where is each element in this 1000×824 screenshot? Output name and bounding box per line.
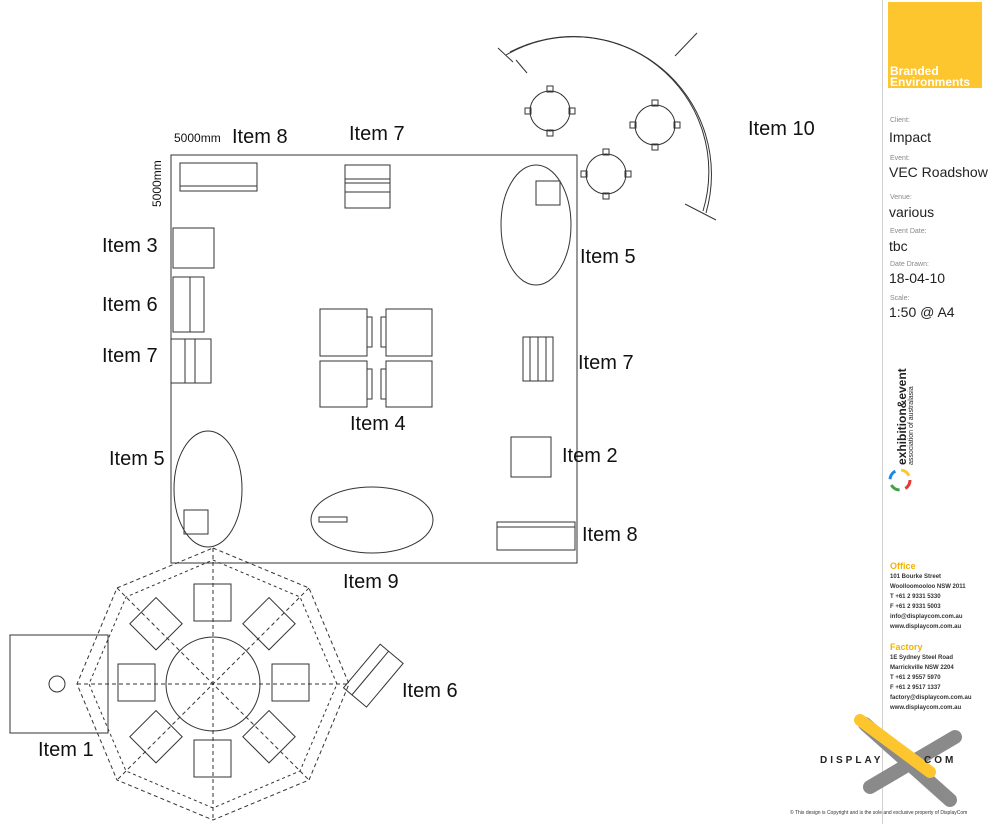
- date-drawn-label: Date Drawn:: [890, 261, 929, 268]
- height-dimension: 5000mm: [150, 160, 164, 207]
- logo-word-display: DISPLAY: [820, 755, 884, 766]
- logo-word-com: COM: [924, 755, 957, 766]
- label-item8-top: Item 8: [232, 126, 288, 148]
- association-logo: exhibition&event association of australa…: [895, 355, 917, 465]
- association-ring-icon: [888, 468, 912, 492]
- label-item7-right: Item 7: [578, 352, 634, 374]
- scale-label: Scale:: [890, 295, 910, 302]
- association-line1: exhibition&event: [895, 368, 909, 465]
- client-value: Impact: [889, 129, 932, 145]
- label-item2: Item 2: [562, 445, 618, 467]
- label-item6-left: Item 6: [102, 294, 158, 316]
- brand-text: Branded Environments: [890, 64, 971, 89]
- label-item9: Item 9: [343, 571, 399, 593]
- factory-address: 1E Sydney Steel Road Marrickville NSW 22…: [890, 655, 972, 711]
- item3-box: [172, 227, 215, 269]
- item8-counter-top: [179, 162, 258, 192]
- width-dimension: 5000mm: [174, 131, 221, 145]
- label-item1: Item 1: [38, 739, 94, 761]
- date-drawn-value: 18-04-10: [889, 270, 946, 286]
- venue-label: Venue:: [890, 194, 912, 201]
- displaycom-logo-mark: [854, 714, 962, 807]
- brand-block: Branded Environments: [888, 2, 982, 88]
- item5-left-table: [173, 430, 243, 548]
- item5-right-table: [500, 164, 572, 286]
- label-item10: Item 10: [748, 118, 815, 140]
- item7-right-shelf: [522, 336, 554, 382]
- octagon-marquee: [76, 547, 350, 821]
- office-address: 101 Bourke Street Woolloomooloo NSW 2011…: [890, 574, 966, 630]
- copyright-notice: © This design is Copyright and is the so…: [790, 810, 968, 816]
- item10-cafe-tables: [524, 85, 681, 200]
- item9-table: [310, 486, 434, 554]
- item6-bottom-unit: [342, 643, 404, 708]
- association-line2: association of australasia: [908, 386, 915, 465]
- client-label: Client:: [890, 117, 910, 124]
- label-item3: Item 3: [102, 235, 158, 257]
- floor-plan: [9, 32, 717, 821]
- label-item5-right: Item 5: [580, 246, 636, 268]
- venue-value: various: [889, 204, 935, 220]
- label-item7-left: Item 7: [102, 345, 158, 367]
- label-item6-bottom: Item 6: [402, 680, 458, 702]
- stand-boundary: [170, 154, 578, 564]
- event-date-label: Event Date:: [890, 228, 927, 235]
- item2-box: [510, 436, 552, 478]
- item8-counter-right: [496, 521, 576, 551]
- item10-curved-wall: [497, 32, 717, 221]
- office-heading: Office: [890, 561, 916, 571]
- event-value: VEC Roadshow: [889, 164, 988, 180]
- label-item4: Item 4: [350, 413, 406, 435]
- factory-heading: Factory: [890, 642, 923, 652]
- item4-seating: [319, 308, 433, 408]
- label-item7-top: Item 7: [349, 123, 405, 145]
- event-label: Event:: [890, 155, 910, 162]
- label-item8-right: Item 8: [582, 524, 638, 546]
- item7-top-shelf: [344, 164, 391, 209]
- event-date-value: tbc: [889, 238, 908, 254]
- item6-left-unit: [172, 276, 205, 333]
- scale-value: 1:50 @ A4: [889, 304, 955, 320]
- title-block-divider: [882, 0, 883, 824]
- label-item5-left: Item 5: [109, 448, 165, 470]
- item7-left-shelf: [170, 338, 212, 384]
